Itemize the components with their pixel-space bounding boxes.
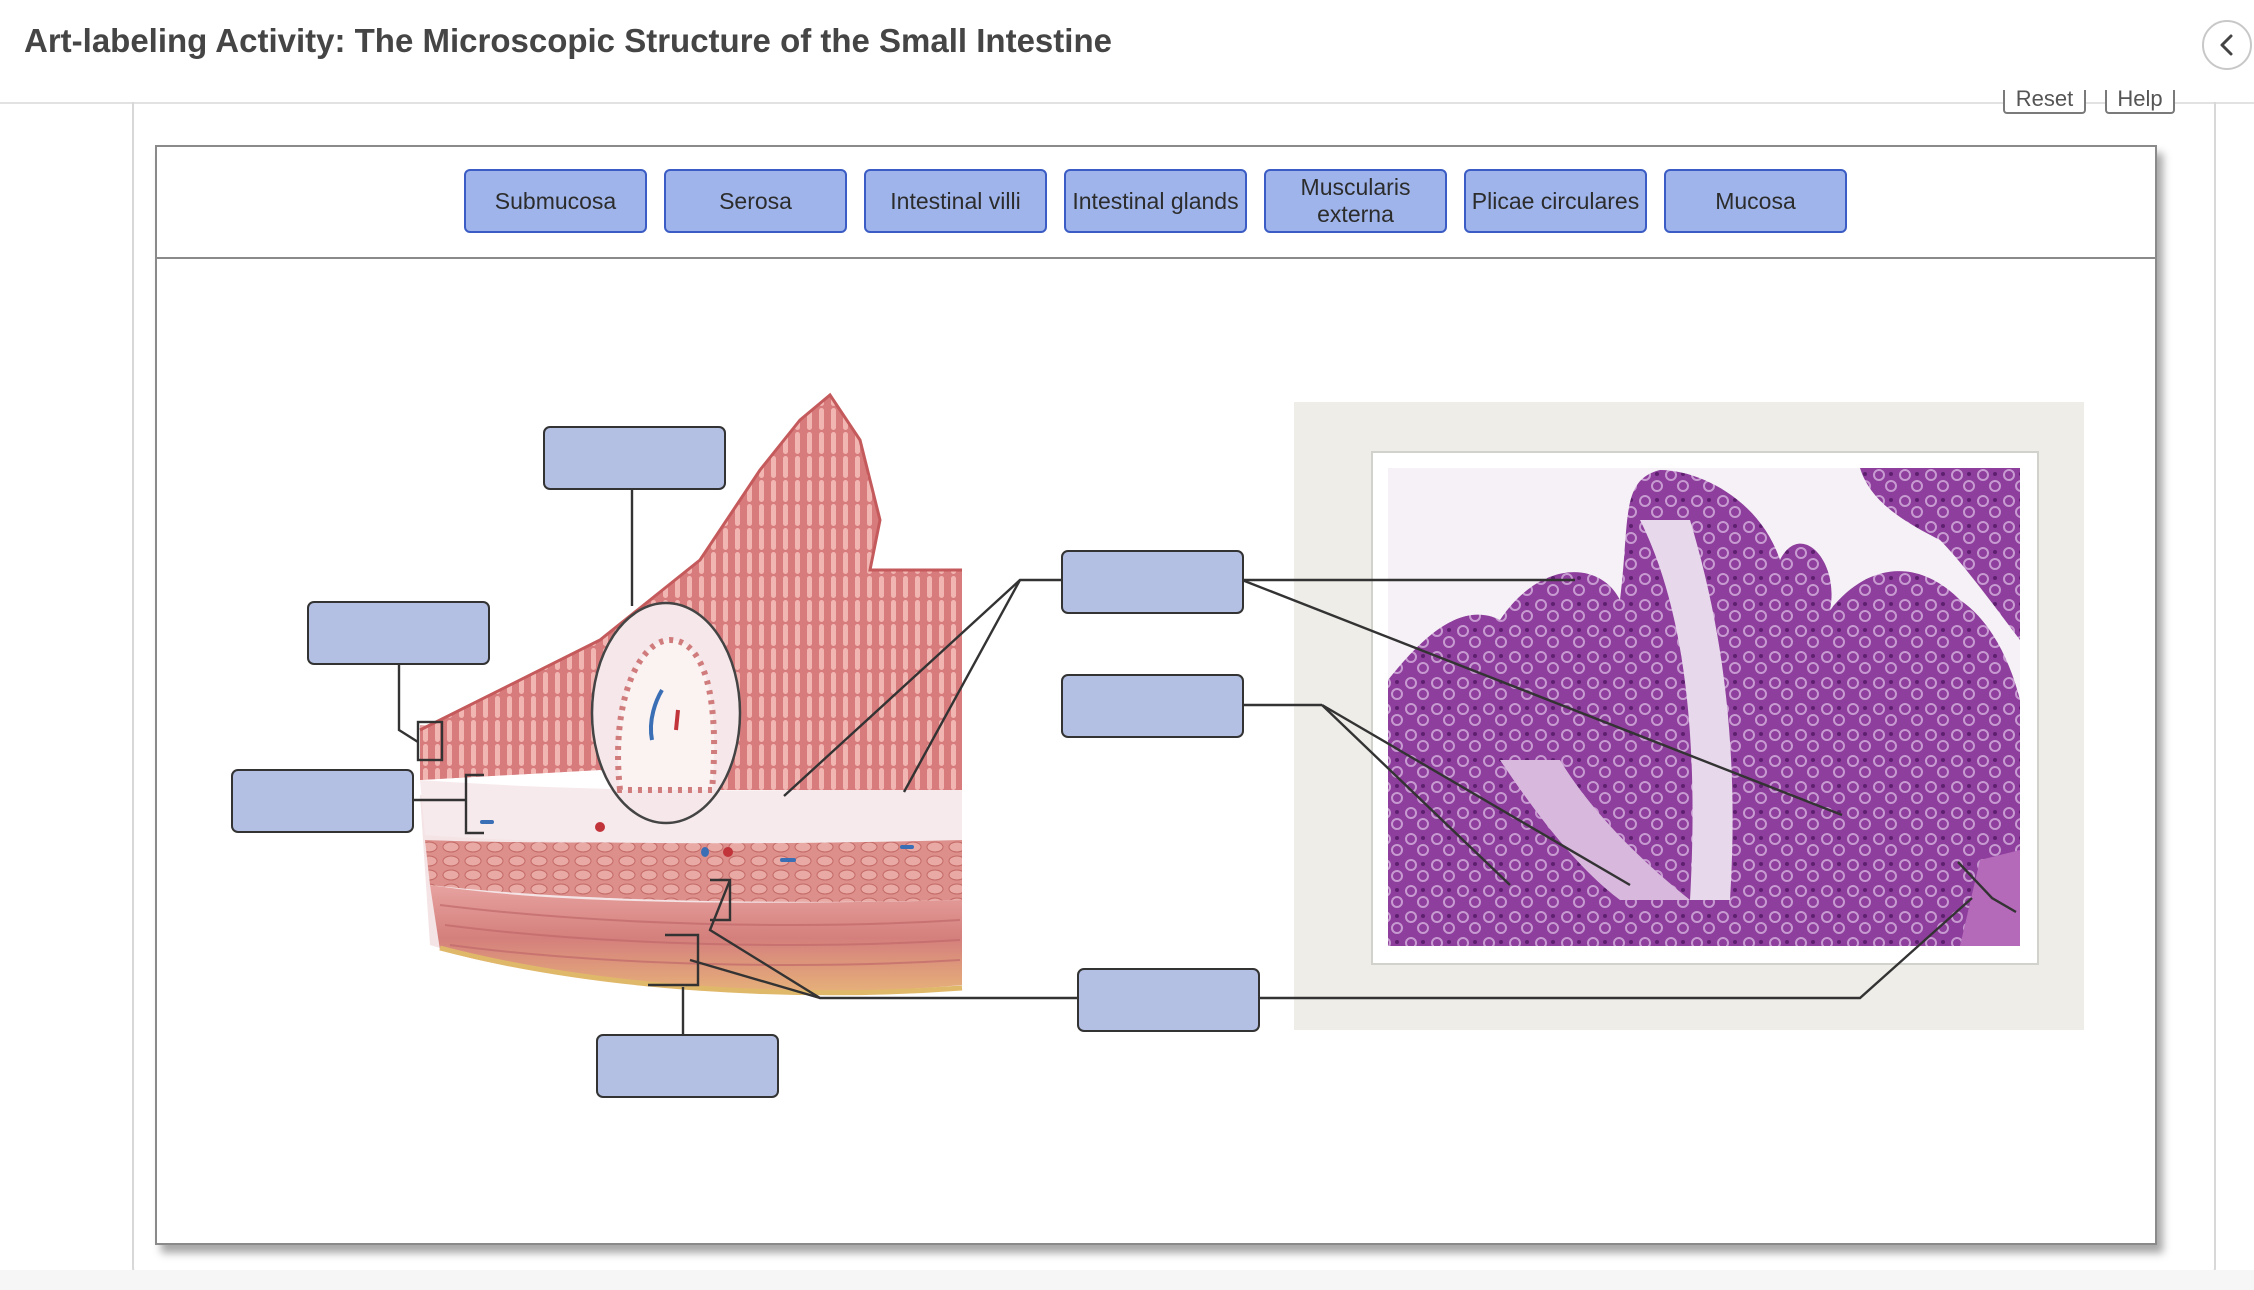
label-chip-plicae-circulares[interactable]: Plicae circulares	[1464, 169, 1647, 233]
drop-target-middle-lower[interactable]	[1061, 674, 1244, 738]
drop-target-left-lower[interactable]	[231, 769, 414, 833]
activity-header: Art-labeling Activity: The Microscopic S…	[0, 0, 2254, 104]
collapse-button[interactable]	[2202, 20, 2252, 70]
chip-label: Intestinal glands	[1072, 187, 1239, 214]
reset-button[interactable]: Reset	[2003, 90, 2086, 114]
histology-micrograph	[1294, 402, 2084, 1030]
drop-target-middle-upper[interactable]	[1061, 550, 1244, 614]
drop-target-bottom-middle[interactable]	[1077, 968, 1260, 1032]
label-chip-intestinal-glands[interactable]: Intestinal glands	[1064, 169, 1247, 233]
label-chip-submucosa[interactable]: Submucosa	[464, 169, 647, 233]
drop-target-bottom-left[interactable]	[596, 1034, 779, 1098]
label-chip-muscularis-externa[interactable]: Muscularis externa	[1264, 169, 1447, 233]
drop-target-villus[interactable]	[543, 426, 726, 490]
chip-label: Submucosa	[494, 187, 617, 214]
chip-label: Plicae circulares	[1471, 187, 1640, 214]
page-title: Art-labeling Activity: The Microscopic S…	[24, 22, 1112, 59]
intestinal-wall-diagram	[419, 392, 963, 996]
chip-label: Intestinal villi	[890, 187, 1021, 214]
chip-label: Mucosa	[1715, 187, 1796, 214]
reset-label: Reset	[2015, 90, 2074, 111]
chip-label: Serosa	[719, 187, 792, 214]
label-chip-intestinal-villi[interactable]: Intestinal villi	[864, 169, 1047, 233]
chip-label: Muscularis externa	[1300, 174, 1411, 227]
help-label: Help	[2117, 90, 2163, 111]
label-chip-mucosa[interactable]: Mucosa	[1664, 169, 1847, 233]
help-button[interactable]: Help	[2105, 90, 2175, 114]
label-chip-serosa[interactable]: Serosa	[664, 169, 847, 233]
leader-lines	[397, 490, 2017, 1036]
page-footer-strip	[0, 1270, 2254, 1290]
label-bank: Submucosa Serosa Intestinal villi Intest…	[157, 147, 2155, 259]
drop-target-left-upper[interactable]	[307, 601, 490, 665]
chevron-left-icon	[2220, 34, 2233, 56]
